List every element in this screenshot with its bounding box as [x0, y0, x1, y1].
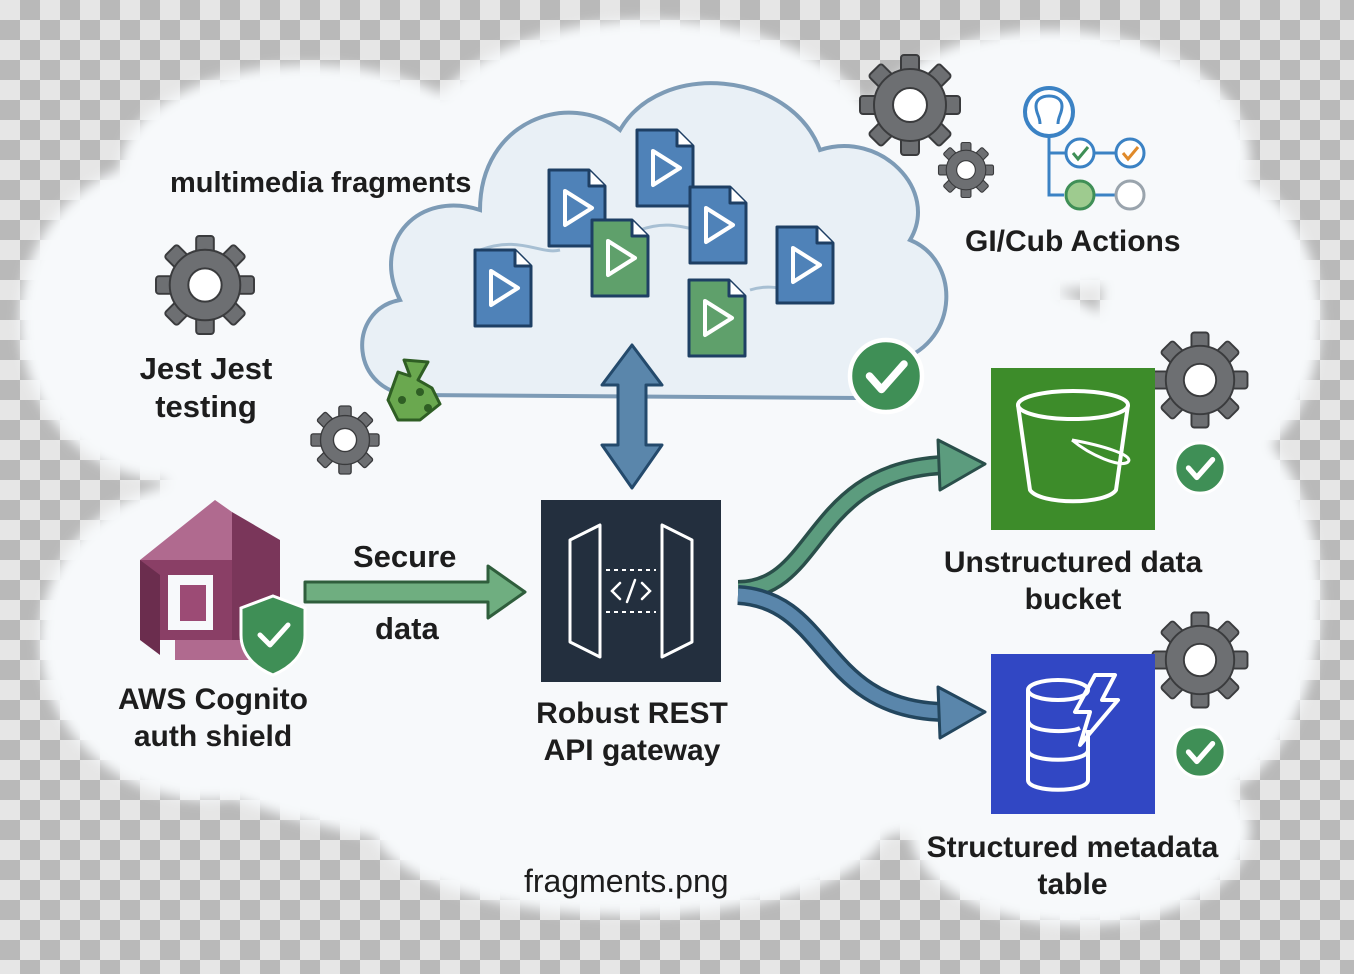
gear-icon: [310, 405, 380, 475]
bidirectional-arrow: [600, 343, 664, 490]
workflow-icon: [1047, 136, 1146, 211]
github-actions-label: GI/Cub Actions: [965, 225, 1181, 258]
cognito-label-line2: auth shield: [133, 719, 293, 753]
gear-icon: [1151, 331, 1249, 429]
gear-icon: [155, 235, 255, 335]
jest-label-line2: testing: [155, 388, 257, 424]
bucket-label: Unstructured data bucket: [918, 545, 1228, 618]
s3-bucket-icon: [991, 368, 1155, 530]
file-play-icon: [775, 225, 835, 305]
cognito-label-line1: AWS Cognito: [118, 683, 308, 716]
metadata-table-label: Structured metadata table: [900, 830, 1245, 903]
file-play-icon: [687, 278, 747, 358]
data-label: data: [375, 611, 439, 646]
secure-label: Secure: [353, 539, 457, 574]
api-gateway-label: Robust REST API gateway: [516, 696, 748, 769]
api-gateway-label-line2: API gateway: [543, 733, 721, 767]
shield-check-icon: [239, 594, 307, 677]
jest-label-line1: Jest Jest: [139, 351, 273, 386]
filename-label: fragments.png: [524, 863, 729, 899]
gear-icon: [859, 54, 961, 156]
check-badge-icon: [1175, 727, 1225, 777]
split-arrows: [737, 438, 987, 740]
check-badge-icon: [1175, 443, 1225, 493]
file-play-icon: [473, 248, 533, 328]
bucket-label-line2: bucket: [1024, 582, 1122, 616]
cognito-label: AWS Cognito auth shield: [98, 682, 328, 755]
check-badge-icon: [850, 340, 922, 412]
multimedia-fragments-label: multimedia fragments: [170, 167, 472, 199]
file-play-icon: [590, 218, 650, 298]
file-play-icon: [635, 128, 695, 208]
gear-icon: [937, 141, 995, 199]
file-play-icon: [688, 185, 748, 265]
github-logo-icon: [1023, 86, 1075, 138]
secure-data-arrow: [303, 564, 527, 620]
table-label-line2: table: [1037, 867, 1108, 901]
bucket-label-line1: Unstructured data: [943, 546, 1203, 579]
api-gateway-icon: [541, 500, 721, 682]
dynamodb-icon: [991, 654, 1155, 814]
table-label-line1: Structured metadata: [926, 831, 1219, 864]
jest-logo-icon: [386, 358, 442, 422]
api-gateway-label-line1: Robust REST: [536, 697, 728, 730]
gear-icon: [1151, 611, 1249, 709]
jest-testing-label: Jest Jest testing: [118, 350, 294, 426]
